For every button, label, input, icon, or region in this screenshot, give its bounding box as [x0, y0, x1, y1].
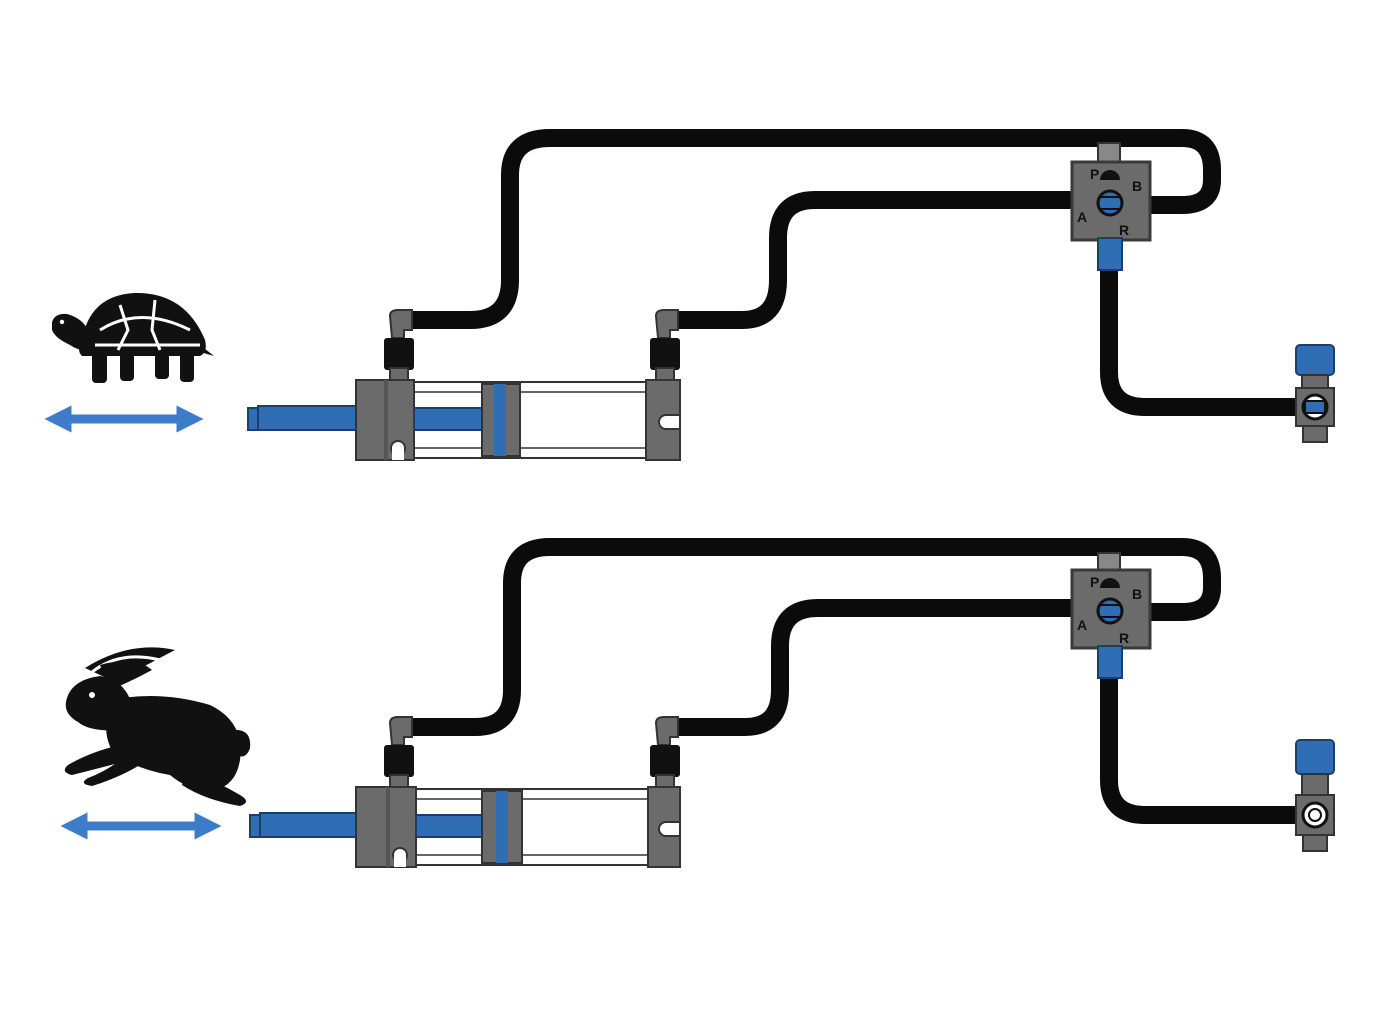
port-label-a: A — [1077, 209, 1087, 225]
hose-a-line — [661, 191, 1079, 329]
port-label-r: R — [1119, 222, 1129, 238]
pneumatic-cylinder[interactable] — [249, 716, 681, 868]
rabbit-icon — [64, 647, 251, 806]
hose-exhaust-line — [1100, 219, 1307, 416]
hose-a-line — [661, 599, 1081, 736]
hose-exhaust-line — [1100, 626, 1307, 824]
pneumatic-cylinder[interactable] — [247, 309, 681, 461]
flow-control-valve[interactable] — [1295, 739, 1335, 852]
port-label-r: R — [1119, 630, 1129, 646]
directional-valve[interactable]: P A B R — [1070, 142, 1152, 271]
circuit-slow: P A B R — [44, 129, 1335, 461]
turtle-icon — [52, 292, 214, 383]
directional-valve[interactable]: P A B R — [1070, 552, 1152, 679]
port-label-b: B — [1132, 586, 1142, 602]
port-label-a: A — [1077, 617, 1087, 633]
hose-pressure-line — [401, 129, 1221, 329]
port-label-p: P — [1090, 574, 1099, 590]
port-label-p: P — [1090, 166, 1099, 182]
port-label-b: B — [1132, 178, 1142, 194]
flow-control-valve[interactable] — [1295, 344, 1335, 443]
circuit-fast: P A B R — [60, 538, 1335, 868]
hose-pressure-line — [401, 538, 1221, 736]
